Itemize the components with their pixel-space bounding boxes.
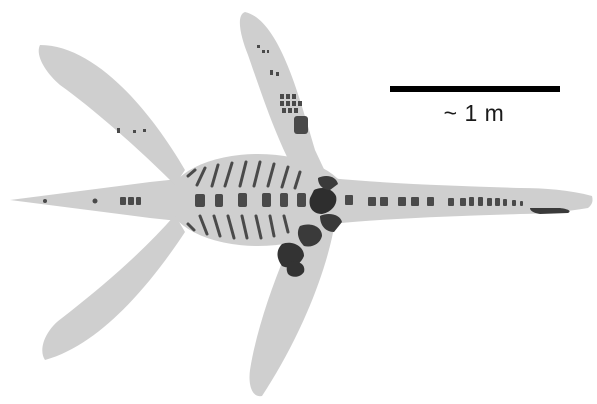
phalanx	[282, 108, 286, 113]
phalanx	[280, 101, 284, 106]
tail-vertebra	[136, 197, 141, 205]
phalanx	[286, 94, 290, 99]
phalanx	[286, 101, 290, 106]
scale-bar	[390, 86, 560, 92]
cervical-vertebra	[411, 197, 419, 206]
dorsal-vertebra	[297, 193, 306, 207]
cervical-vertebra	[345, 195, 353, 205]
tail-vertebra	[93, 199, 98, 204]
phalanx	[280, 94, 284, 99]
phalanx	[294, 108, 298, 113]
cervical-vertebra	[520, 201, 523, 206]
cervical-vertebra	[469, 197, 474, 206]
tail-vertebra	[120, 197, 126, 205]
dorsal-vertebra	[280, 193, 288, 207]
phalanx	[292, 101, 296, 106]
cervical-vertebra	[380, 197, 388, 206]
phalanx	[270, 70, 273, 75]
scale-bar-line	[390, 86, 560, 92]
tail-vertebra	[43, 199, 47, 203]
dorsal-vertebra	[195, 194, 205, 207]
cervical-vertebra	[368, 197, 376, 206]
cervical-vertebra	[503, 199, 507, 206]
cervical-vertebra	[512, 200, 516, 206]
dorsal-vertebra	[238, 193, 247, 207]
phalanx	[133, 130, 136, 133]
tail-vertebra	[128, 197, 134, 205]
phalanx	[262, 50, 265, 53]
phalanx	[292, 94, 296, 99]
cervical-vertebra	[487, 198, 492, 206]
phalanx	[143, 129, 146, 132]
cervical-vertebra	[460, 198, 466, 206]
phalanx	[257, 45, 260, 48]
phalanx	[117, 128, 120, 133]
tail-outline	[10, 178, 188, 222]
humerus	[294, 116, 308, 134]
cervical-vertebra	[448, 198, 454, 206]
phalanx	[276, 72, 279, 76]
phalanx	[298, 101, 302, 106]
cervical-vertebra	[495, 198, 500, 206]
cervical-vertebra	[478, 197, 483, 206]
phalanx	[267, 50, 269, 53]
dorsal-vertebra	[215, 194, 223, 207]
rear-upper-flipper	[39, 45, 185, 185]
cervical-vertebra	[398, 197, 406, 206]
cervical-vertebra	[427, 197, 434, 206]
dorsal-vertebra	[262, 193, 271, 207]
scale-bar-label: ~ 1 m	[388, 100, 560, 127]
phalanx	[288, 108, 292, 113]
rear-lower-flipper	[42, 215, 185, 360]
